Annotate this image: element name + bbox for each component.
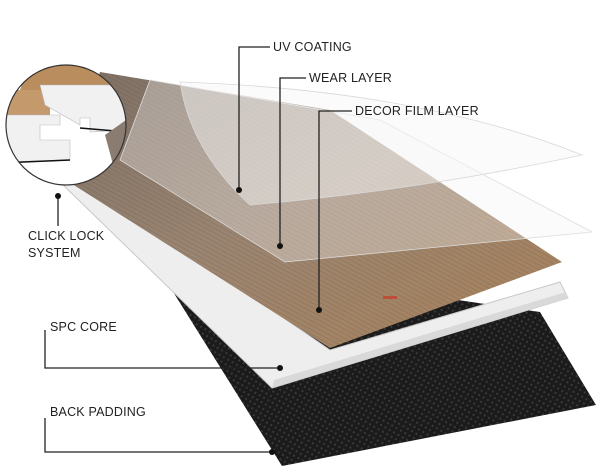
- wear-layer: [119, 79, 594, 263]
- wear-layer-label: WEAR LAYER: [309, 71, 393, 85]
- decor-film-layer-label: DECOR FILM LAYER: [355, 104, 479, 118]
- uv-coating-label: UV COATING: [273, 40, 352, 54]
- watermark-mark: [383, 296, 397, 299]
- uv-coating-leader: [238, 46, 270, 190]
- spc-core-label: SPC CORE: [50, 320, 117, 334]
- click-lock-label-line2: SYSTEM: [28, 246, 81, 260]
- click-lock-detail: [5, 64, 127, 186]
- click-lock-label-line1: CLICK LOCK: [28, 229, 105, 243]
- back-padding-label: BACK PADDING: [50, 405, 146, 419]
- decor-film-leader: [318, 110, 352, 310]
- leader-lines: [44, 46, 352, 453]
- uv-coating-layer: [179, 81, 584, 206]
- spc-core-leader: [44, 330, 280, 369]
- back-padding-leader: [44, 418, 272, 453]
- wear-layer-leader: [279, 77, 306, 246]
